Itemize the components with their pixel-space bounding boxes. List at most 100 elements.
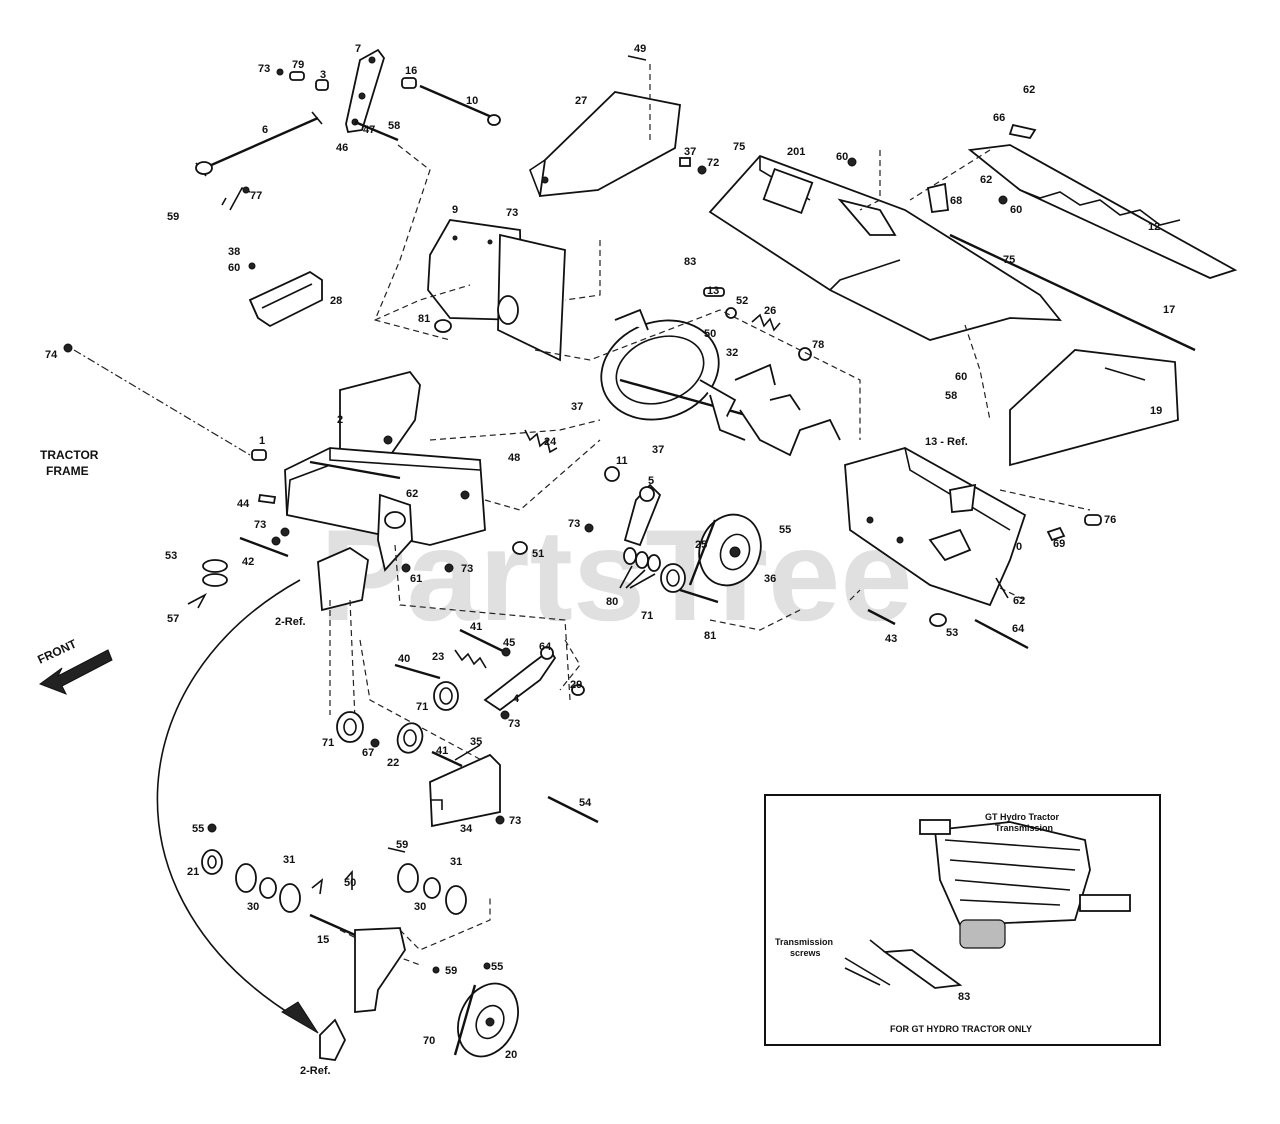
pin-44 (257, 493, 277, 505)
frame-box (284, 447, 486, 572)
callout-6: 6 (262, 124, 268, 136)
callout-58-b: 58 (945, 390, 957, 402)
callout-53: 53 (165, 550, 177, 562)
callout-25: 25 (695, 539, 707, 551)
nut-55-a (207, 823, 217, 833)
bolt-64-right (974, 618, 1029, 650)
spacers-80 (619, 547, 661, 589)
callout-15: 15 (317, 934, 329, 946)
pin-57 (187, 593, 207, 609)
nut-73-b (271, 536, 281, 546)
dash-tines-2 (839, 369, 861, 440)
callout-62: 62 (1023, 84, 1035, 96)
pin-13 (703, 287, 725, 297)
callout-53-b: 53 (946, 627, 958, 639)
callout-27: 27 (575, 95, 587, 107)
side-rod-12 (967, 144, 1238, 279)
callout-41-b: 41 (436, 745, 448, 757)
tractor-frame-label-1: TRACTOR (40, 448, 99, 462)
pulley-36 (688, 513, 762, 587)
callout-29: 29 (570, 679, 582, 691)
callout-54: 54 (579, 797, 592, 809)
pin-76 (1084, 514, 1102, 526)
lift-rod-6 (195, 111, 323, 177)
washer-53-b (202, 573, 228, 587)
callout-47: 47 (363, 124, 375, 136)
dash-lower-mid-2 (359, 639, 501, 771)
callout-13: 13 (707, 285, 719, 297)
bracket-2-ref (317, 546, 369, 612)
callout-69: 69 (1053, 538, 1065, 550)
bolt-37-top (679, 157, 691, 167)
callout-77: 77 (250, 190, 262, 202)
callout-40: 40 (398, 653, 410, 665)
bushing-1 (251, 449, 267, 461)
bearing-21 (201, 849, 223, 875)
nut-60-a (847, 157, 857, 167)
callout-78: 78 (812, 339, 824, 351)
washer-11 (604, 466, 620, 482)
callout-2: 2 (337, 414, 343, 426)
callout-11: 11 (616, 455, 628, 467)
bolt-54 (547, 795, 599, 824)
nut-73-f (500, 710, 510, 720)
callout-59-b: 59 (396, 839, 408, 851)
dash-hood-2 (964, 324, 991, 421)
pin-16-10 (401, 77, 501, 126)
pin-69 (1046, 526, 1066, 542)
inset-panel (764, 794, 1161, 1046)
nut-61 (401, 563, 411, 573)
callout-66: 66 (993, 112, 1005, 124)
pin-35 (454, 744, 481, 761)
callout-30: 30 (247, 901, 259, 913)
side-panel-19 (1009, 349, 1179, 467)
pulley-71-b (433, 681, 459, 711)
callout-41: 41 (470, 621, 482, 633)
flanges-31-a (235, 863, 301, 913)
callout-5: 5 (648, 475, 654, 487)
dash-tines (534, 309, 841, 371)
ref-2-upper: 2-Ref. (275, 616, 306, 628)
callout-61: 61 (410, 573, 422, 585)
bracket-2-ref-bottom (319, 1018, 347, 1061)
callout-71-c: 71 (322, 737, 334, 749)
callout-62-d: 62 (1013, 595, 1025, 607)
belt-routing-arrowhead (281, 1001, 319, 1034)
callout-35: 35 (470, 736, 482, 748)
callout-3: 3 (320, 69, 326, 81)
spring-26 (751, 313, 781, 332)
inset-screws-1: Transmission (775, 937, 833, 947)
callout-74: 74 (45, 349, 58, 361)
washer-53-a (202, 559, 228, 573)
callout-57: 57 (167, 613, 179, 625)
callout-83: 83 (684, 256, 696, 268)
bolt-59-b (387, 847, 406, 853)
callout-19: 19 (1150, 405, 1162, 417)
tractor-frame-label-2: FRAME (46, 464, 89, 478)
callout-numbers: 49 73 79 3 7 16 10 27 6 47 58 46 77 59 3… (45, 43, 1175, 1061)
flanges-31-b (397, 863, 467, 915)
washer-81 (434, 319, 452, 333)
callout-37-b: 37 (571, 401, 583, 413)
callout-60-b: 60 (1010, 204, 1022, 216)
washer-51 (512, 541, 528, 555)
dash-60 (859, 150, 881, 211)
dash-housing (374, 284, 471, 321)
dash-linkage-1 (374, 144, 451, 341)
callout-67: 67 (362, 747, 374, 759)
callout-73-e: 73 (461, 563, 473, 575)
dash-lever (559, 639, 581, 691)
callout-12: 12 (1148, 221, 1160, 233)
inset-title-2: Transmission (995, 823, 1053, 833)
callout-48: 48 (508, 452, 520, 464)
bolt-41 (459, 628, 506, 654)
nut-73-g (495, 815, 505, 825)
callout-55: 55 (779, 524, 791, 536)
keys-50 (311, 869, 353, 895)
bolt-41-b (431, 750, 463, 768)
callout-80: 80 (606, 596, 618, 608)
callout-44: 44 (237, 498, 250, 510)
callout-62-c: 62 (406, 488, 418, 500)
callout-45: 45 (503, 637, 515, 649)
